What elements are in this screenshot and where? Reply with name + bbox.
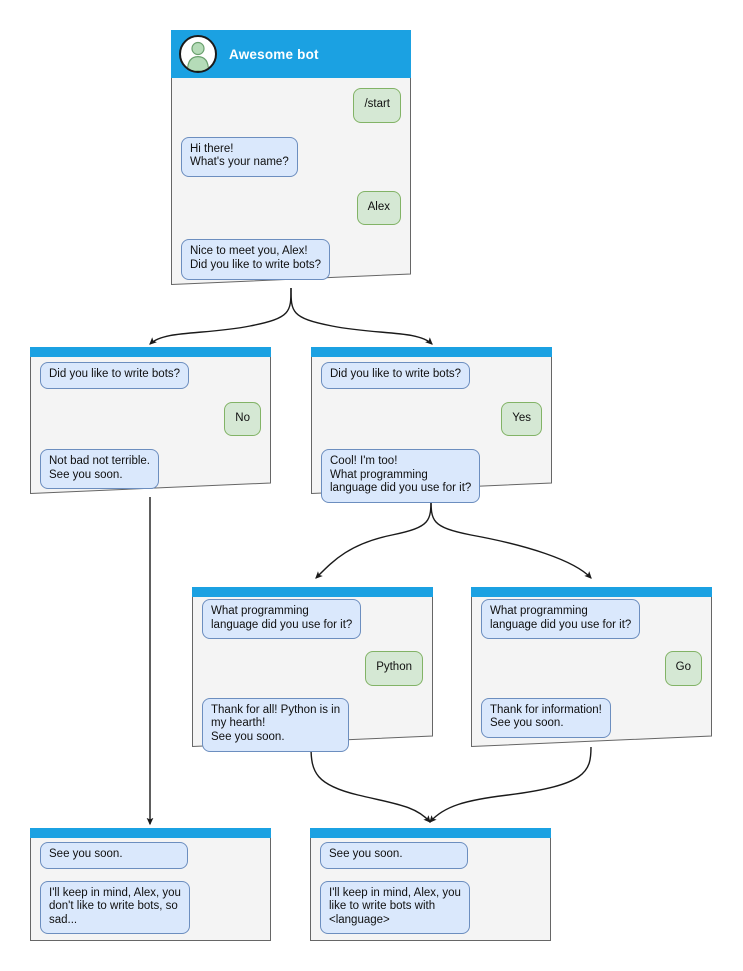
chat-window-branch-go[interactable]: What programming language did you use fo…	[471, 587, 712, 747]
message-row: Did you like to write bots?	[40, 362, 261, 389]
bot-message-bubble: What programming language did you use fo…	[481, 599, 641, 640]
window-titlebar	[30, 828, 271, 838]
chat-window-branch-yes[interactable]: Did you like to write bots? Yes Cool! I'…	[311, 347, 552, 503]
user-message-bubble[interactable]: Go	[664, 651, 702, 686]
message-row: No	[40, 401, 261, 437]
user-message-bubble[interactable]: Yes	[501, 401, 542, 437]
bot-message-bubble: Thank for information! See you soon.	[481, 697, 611, 738]
bot-message-bubble: What programming language did you use fo…	[202, 599, 362, 640]
message-list-end-sad: See you soon. I'll keep in mind, Alex, y…	[30, 842, 271, 935]
message-row: What programming language did you use fo…	[481, 599, 702, 640]
connector-python-to-end-happy	[310, 746, 431, 823]
user-message-bubble[interactable]: No	[224, 401, 261, 437]
chat-window-end-sad[interactable]: See you soon. I'll keep in mind, Alex, y…	[30, 828, 271, 941]
message-row: See you soon.	[40, 842, 261, 869]
person-glyph	[186, 41, 210, 71]
bot-message-bubble: Did you like to write bots?	[40, 362, 190, 389]
user-message-bubble[interactable]: Alex	[356, 190, 401, 226]
user-message-bubble[interactable]: /start	[353, 88, 401, 123]
message-row: Yes	[321, 401, 542, 437]
bot-message-bubble: I'll keep in mind, Alex, you like to wri…	[320, 880, 470, 935]
window-titlebar	[311, 347, 552, 357]
connector-root-to-no	[149, 287, 292, 345]
connector-go-to-end-happy	[429, 746, 592, 823]
message-row: Thank for all! Python is in my hearth! S…	[202, 697, 423, 752]
bot-message-bubble: Nice to meet you, Alex! Did you like to …	[181, 239, 331, 280]
bot-message-bubble: I'll keep in mind, Alex, you don't like …	[40, 880, 190, 935]
user-message-bubble[interactable]: Python	[365, 651, 423, 686]
message-list-branch-go: What programming language did you use fo…	[471, 599, 712, 738]
bot-message-bubble: Did you like to write bots?	[321, 362, 471, 389]
message-row: Did you like to write bots?	[321, 362, 542, 389]
message-row: Go	[481, 651, 702, 686]
message-row: What programming language did you use fo…	[202, 599, 423, 640]
bot-name-label: Awesome bot	[229, 46, 319, 62]
window-titlebar	[471, 587, 712, 597]
chat-window-root[interactable]: Awesome bot /start Hi there! What's your…	[171, 30, 411, 285]
bot-message-bubble: Cool! I'm too! What programming language…	[321, 449, 481, 503]
message-row: Cool! I'm too! What programming language…	[321, 449, 542, 503]
message-row: I'll keep in mind, Alex, you don't like …	[40, 880, 261, 935]
message-list-branch-yes: Did you like to write bots? Yes Cool! I'…	[311, 362, 552, 503]
chat-window-end-happy[interactable]: See you soon. I'll keep in mind, Alex, y…	[310, 828, 551, 941]
message-row: Nice to meet you, Alex! Did you like to …	[181, 239, 401, 280]
bot-message-bubble: Hi there! What's your name?	[181, 136, 298, 177]
message-row: Python	[202, 651, 423, 686]
message-row: Thank for information! See you soon.	[481, 697, 702, 738]
window-titlebar: Awesome bot	[171, 30, 411, 78]
message-row: /start	[181, 88, 401, 123]
window-titlebar	[192, 587, 433, 597]
message-list-branch-python: What programming language did you use fo…	[192, 599, 433, 752]
message-row: See you soon.	[320, 842, 541, 869]
message-list-branch-no: Did you like to write bots? No Not bad n…	[30, 362, 271, 490]
bot-message-bubble: Thank for all! Python is in my hearth! S…	[202, 697, 350, 752]
message-row: Not bad not terrible. See you soon.	[40, 449, 261, 490]
connector-root-to-yes	[290, 287, 433, 345]
connector-yes-to-python	[315, 496, 432, 579]
message-row: Hi there! What's your name?	[181, 136, 401, 177]
chat-window-branch-no[interactable]: Did you like to write bots? No Not bad n…	[30, 347, 271, 494]
bot-message-bubble: Not bad not terrible. See you soon.	[40, 449, 160, 490]
message-list-root: /start Hi there! What's your name? Alex …	[171, 88, 411, 280]
message-row: I'll keep in mind, Alex, you like to wri…	[320, 880, 541, 935]
user-avatar-icon	[179, 35, 217, 73]
window-titlebar	[30, 347, 271, 357]
window-titlebar	[310, 828, 551, 838]
message-row: Alex	[181, 190, 401, 226]
chat-window-branch-python[interactable]: What programming language did you use fo…	[192, 587, 433, 752]
bot-message-bubble: See you soon.	[320, 842, 468, 869]
bot-message-bubble: See you soon.	[40, 842, 188, 869]
connector-yes-to-go	[430, 496, 592, 579]
message-list-end-happy: See you soon. I'll keep in mind, Alex, y…	[310, 842, 551, 935]
